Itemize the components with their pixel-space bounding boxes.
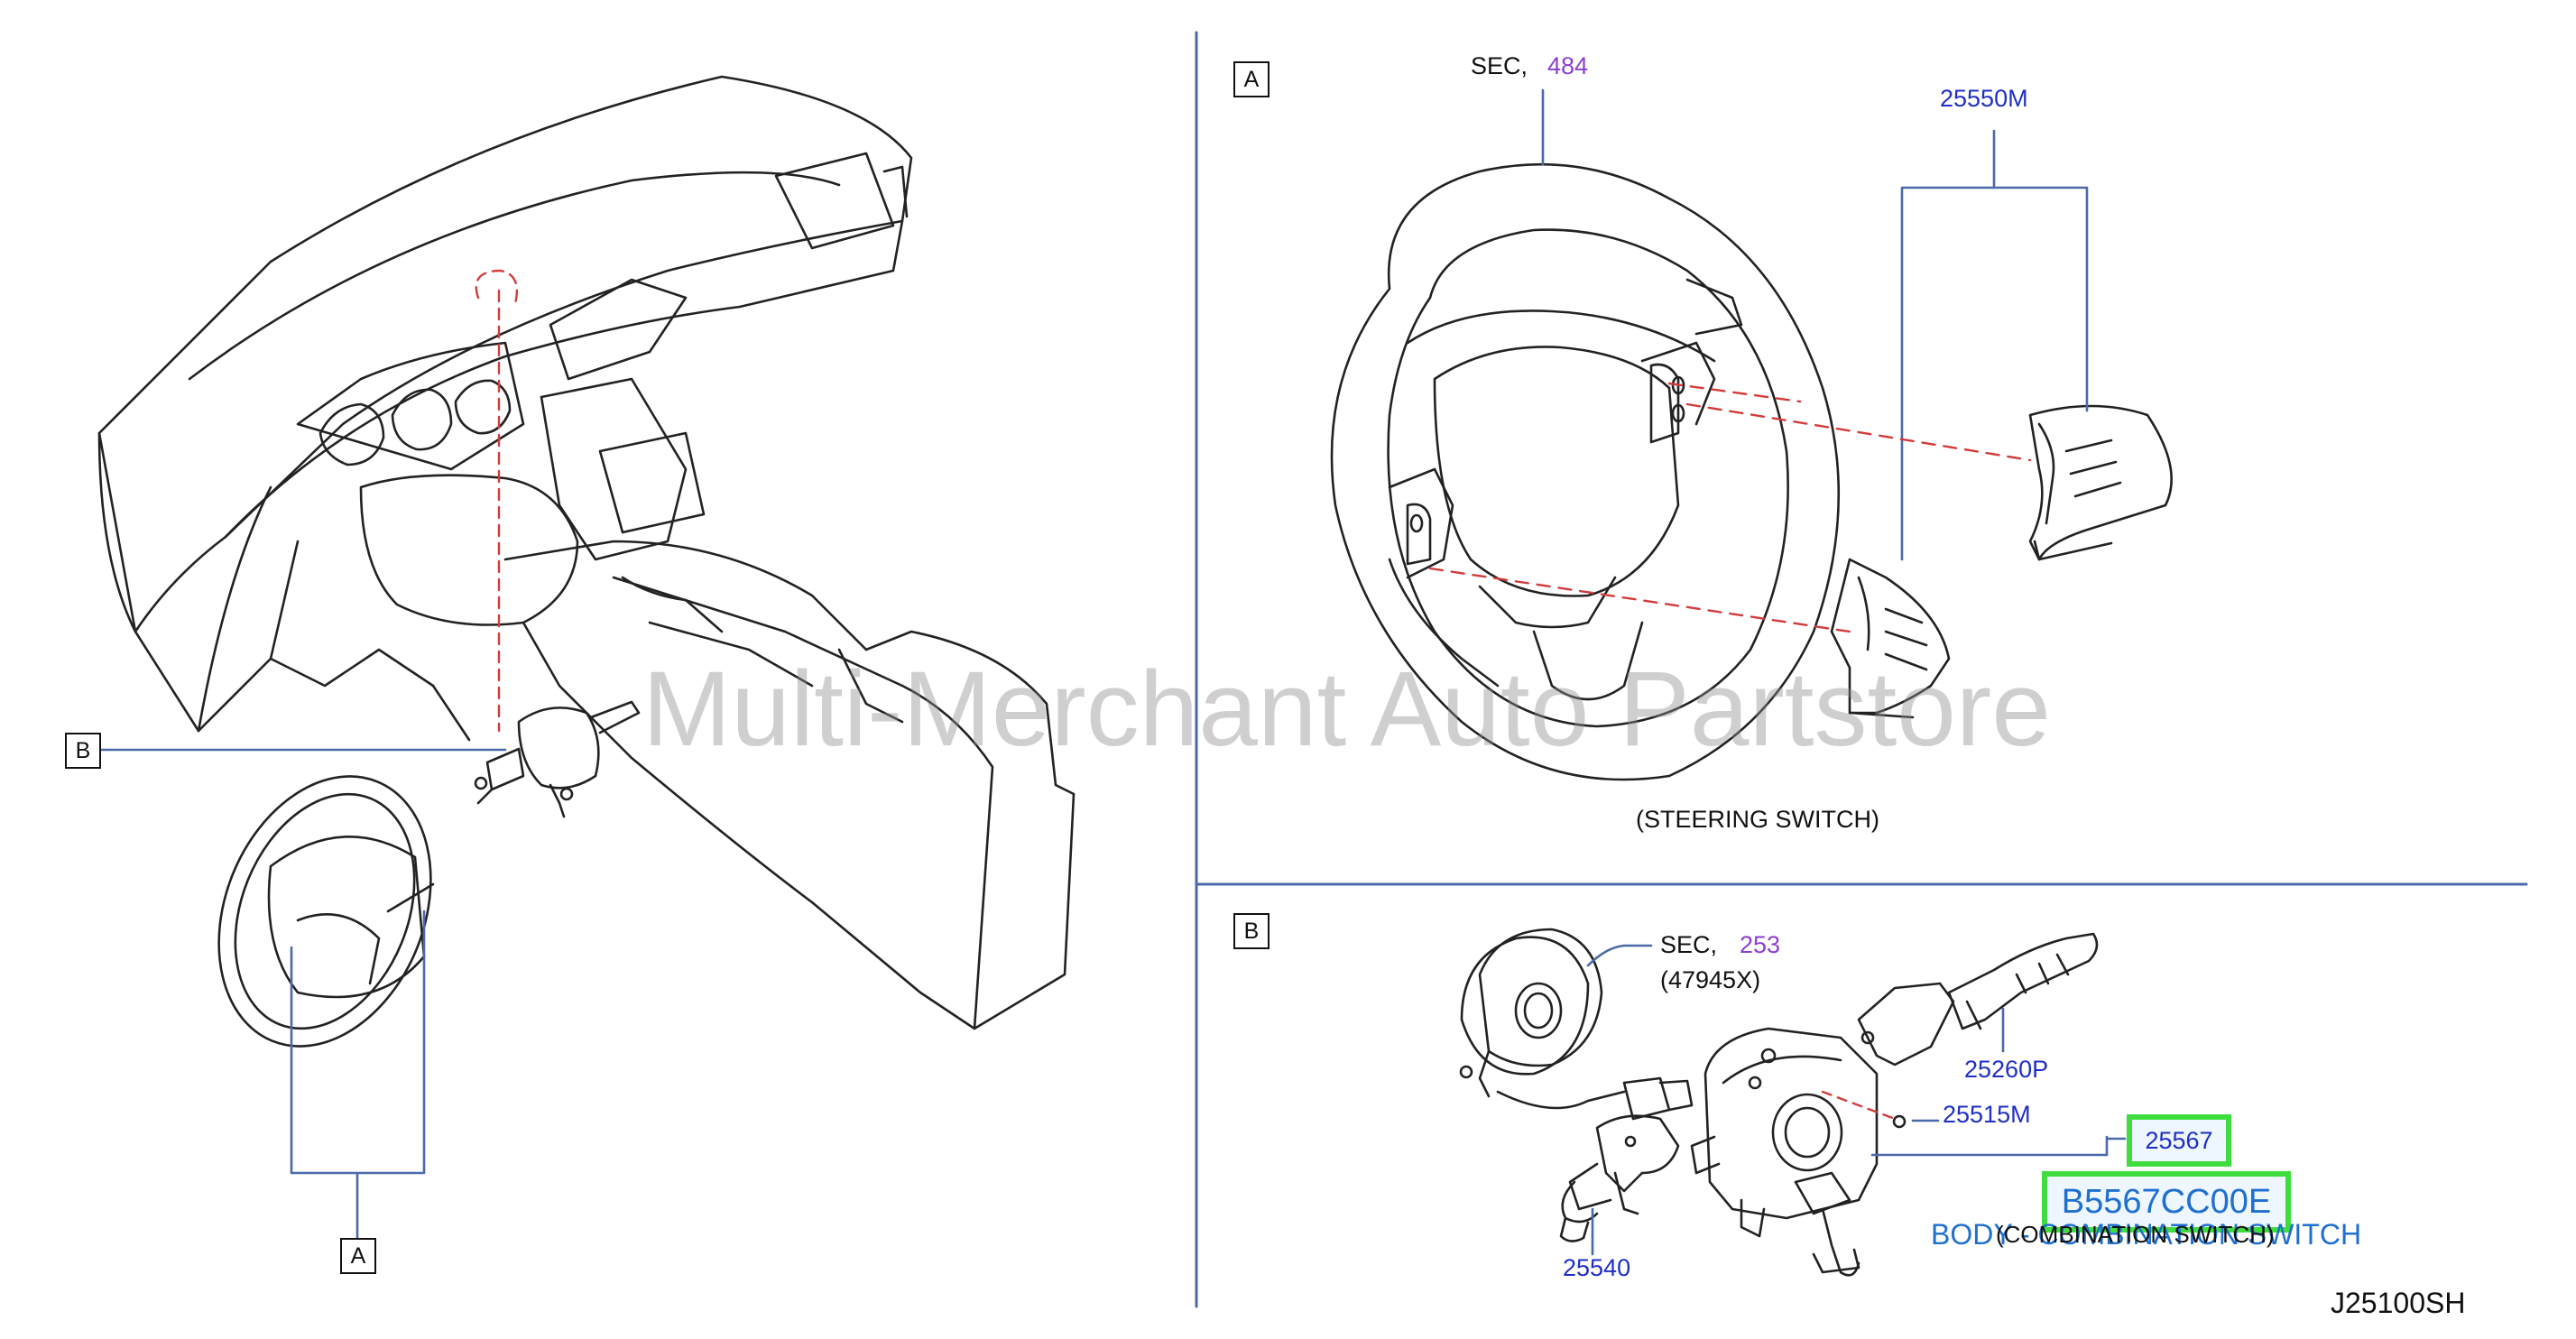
combination-caption: (COMBINATION SWITCH): [1996, 1221, 2275, 1248]
ref-box-a-top: A: [1233, 61, 1270, 97]
dashboard-illustration: [97, 75, 1076, 1030]
part-25550m-link[interactable]: 25550M: [1940, 85, 2028, 112]
combination-switch-small: [474, 700, 641, 818]
ref-box-a-left: A: [340, 1238, 376, 1274]
connector-25540: [1559, 1114, 1680, 1242]
part-25567-highlight[interactable]: 25567: [2127, 1114, 2231, 1167]
diagram-code: J25100SH: [2331, 1287, 2466, 1319]
steering-switch-left: [1830, 558, 1951, 719]
left-leaders: [97, 269, 519, 1240]
panel-dividers: [1195, 31, 2528, 1308]
steering-leaders: [1428, 88, 2089, 633]
watermark: Multi-Merchant Auto Partstore: [642, 650, 2051, 769]
ref-box-b-bottom: B: [1233, 913, 1270, 949]
steering-sec-link[interactable]: 484: [1547, 52, 1589, 79]
part-25567-label: 25567: [2145, 1126, 2213, 1154]
combo-sec-prefix: SEC,: [1660, 931, 1718, 958]
combination-switch-body: [1690, 1027, 1879, 1277]
clip-25515m: [1821, 1090, 1907, 1129]
steering-wheel-large: [1330, 162, 1841, 781]
steering-switch-right: [2028, 404, 2173, 561]
steering-wheel-small: [217, 775, 435, 1048]
ref-box-b-left: B: [65, 733, 101, 769]
part-25540-link[interactable]: 25540: [1563, 1254, 1631, 1281]
combo-sec-link[interactable]: 253: [1740, 931, 1781, 958]
spiral-cable: [1459, 928, 1694, 1121]
part-description: BODY - COMBINATION SWITCH: [1931, 1218, 2362, 1251]
steering-sec-prefix: SEC,: [1471, 52, 1528, 79]
combo-sec-sub: (47945X): [1660, 966, 1761, 993]
part-number-label: B5567CC00E: [2061, 1182, 2272, 1221]
steering-caption: (STEERING SWITCH): [1636, 806, 1879, 833]
stalk-25260p: [1857, 932, 2099, 1067]
part-number-highlight[interactable]: B5567CC00E: [2042, 1171, 2291, 1233]
part-25515m-link[interactable]: 25515M: [1943, 1101, 2031, 1128]
part-25260p-link[interactable]: 25260P: [1964, 1056, 2049, 1083]
combination-leaders: [1586, 944, 2127, 1256]
